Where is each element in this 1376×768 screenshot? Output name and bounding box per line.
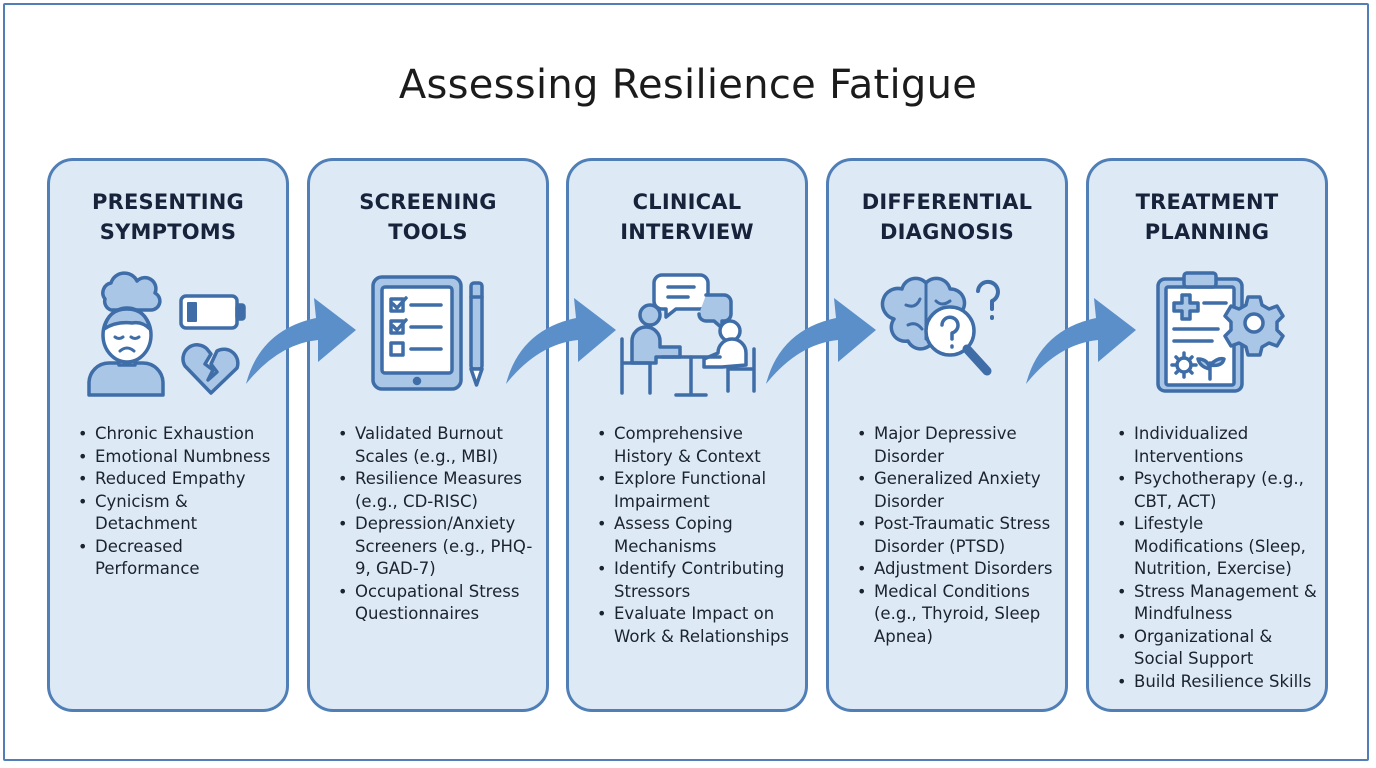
card-differential-diagnosis: DIFFERENTIAL DIAGNOSIS Major Depressive … [826,158,1068,712]
card-title: DIFFERENTIAL DIAGNOSIS [861,190,1033,244]
item-list: Chronic Exhaustion Emotional Numbness Re… [76,423,278,581]
card-presenting-symptoms: PRESENTING SYMPTOMS [47,158,289,712]
list-item: Occupational Stress Questionnaires [336,581,538,626]
person-fatigue-low-battery-broken-heart-icon [50,269,286,399]
item-list: Comprehensive History & Context Explore … [595,423,797,648]
list-item: Adjustment Disorders [855,558,1057,581]
list-item: Organizational & Social Support [1115,626,1317,671]
flow-arrow-icon [506,298,616,384]
card-title: SCREENING TOOLS [359,190,497,244]
page-title: Assessing Resilience Fatigue [398,62,978,108]
item-list: Individualized Interventions Psychothera… [1115,423,1317,693]
list-item: Build Resilience Skills [1115,671,1317,694]
outer-frame [3,3,1369,761]
list-item: Assess Coping Mechanisms [595,513,797,558]
list-item: Individualized Interventions [1115,423,1317,468]
flow-arrow-icon [766,298,876,384]
card-title: CLINICAL INTERVIEW [620,190,754,244]
list-item: Identify Contributing Stressors [595,558,797,603]
list-item: Generalized Anxiety Disorder [855,468,1057,513]
item-list: Major Depressive Disorder Generalized An… [855,423,1057,648]
card-clinical-interview: CLINICAL INTERVIEW [566,158,808,712]
card-title: TREATMENT PLANNING [1135,190,1279,244]
card-title: PRESENTING SYMPTOMS [92,190,244,244]
tablet-checklist-icon [310,269,546,399]
brain-magnifier-question-icon [829,269,1065,399]
list-item: Cynicism & Detachment [76,491,278,536]
list-item: Medical Conditions (e.g., Thyroid, Sleep… [855,581,1057,649]
list-item: Lifestyle Modifications (Sleep, Nutritio… [1115,513,1317,581]
list-item: Chronic Exhaustion [76,423,278,446]
two-people-conversation-icon [569,269,805,399]
list-item: Emotional Numbness [76,446,278,469]
list-item: Resilience Measures (e.g., CD-RISC) [336,468,538,513]
list-item: Comprehensive History & Context [595,423,797,468]
list-item: Stress Management & Mindfulness [1115,581,1317,626]
list-item: Reduced Empathy [76,468,278,491]
item-list: Validated Burnout Scales (e.g., MBI) Res… [336,423,538,626]
list-item: Decreased Performance [76,536,278,581]
list-item: Major Depressive Disorder [855,423,1057,468]
clipboard-gear-plant-icon [1089,269,1325,399]
flow-arrow-icon [1026,298,1136,384]
list-item: Psychotherapy (e.g., CBT, ACT) [1115,468,1317,513]
list-item: Post-Traumatic Stress Disorder (PTSD) [855,513,1057,558]
card-treatment-planning: TREATMENT PLANNING [1086,158,1328,712]
list-item: Depression/Anxiety Screeners (e.g., PHQ-… [336,513,538,581]
flow-arrow-icon [246,298,356,384]
list-item: Explore Functional Impairment [595,468,797,513]
list-item: Evaluate Impact on Work & Relationships [595,603,797,648]
card-screening-tools: SCREENING TOOLS Valid [307,158,549,712]
list-item: Validated Burnout Scales (e.g., MBI) [336,423,538,468]
